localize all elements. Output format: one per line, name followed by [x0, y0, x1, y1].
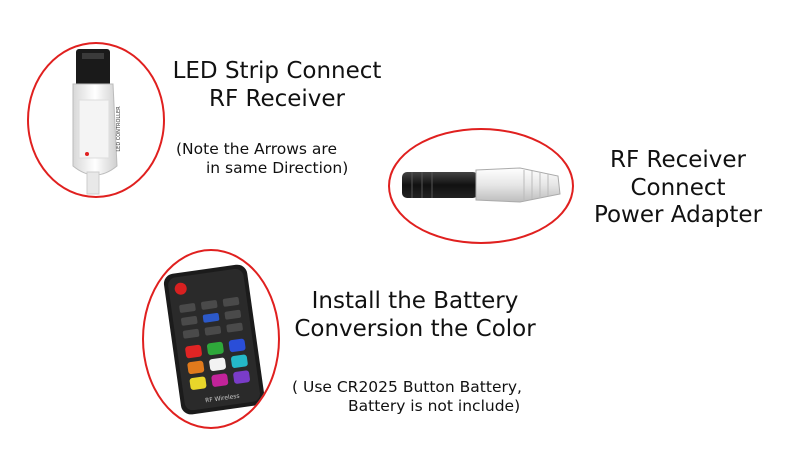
power-connector-image — [402, 167, 561, 203]
remote-green-button — [206, 341, 224, 356]
battery-title-line-2: Conversion the Color — [294, 315, 536, 342]
battery-note-line-2: Battery is not include) — [348, 396, 521, 415]
remote-red-button — [185, 344, 202, 359]
power-title-line-3: Power Adapter — [593, 202, 763, 229]
power-title-line-1: RF Receiver — [609, 147, 747, 173]
power-connector-photo-circle — [388, 128, 574, 244]
battery-note-line-1: ( Use CR2025 Button Battery, — [292, 378, 522, 396]
power-title: RF Receiver Connect Power Adapter — [578, 147, 778, 230]
receiver-photo-circle: LED CONTROLLER — [27, 42, 165, 198]
rf-receiver-image: LED CONTROLLER — [72, 49, 122, 195]
receiver-note-line-2: in same Direction) — [206, 158, 349, 177]
battery-title-line-1: Install the Battery — [311, 288, 519, 314]
receiver-title-line-2: RF Receiver — [208, 85, 346, 112]
battery-note: ( Use CR2025 Button Battery, Battery is … — [292, 378, 522, 415]
receiver-title: LED Strip Connect RF Receiver — [162, 58, 392, 113]
receiver-note: (Note the Arrows are in same Direction) — [176, 140, 348, 177]
power-title-line-2: Connect — [630, 174, 726, 201]
remote-photo-circle: RF Wireless — [142, 249, 280, 429]
receiver-label: LED CONTROLLER — [116, 106, 122, 152]
remote-brand-label: RF Wireless — [205, 393, 240, 405]
remote-blue-button — [228, 338, 246, 353]
remote-power-button — [174, 282, 187, 295]
rf-remote-image: RF Wireless — [163, 264, 265, 415]
dc-plug-white — [475, 167, 561, 203]
dc-plug-black — [402, 172, 478, 198]
receiver-note-line-1: (Note the Arrows are — [176, 140, 337, 158]
receiver-title-line-1: LED Strip Connect — [172, 58, 382, 84]
battery-title: Install the Battery Conversion the Color — [290, 288, 540, 343]
